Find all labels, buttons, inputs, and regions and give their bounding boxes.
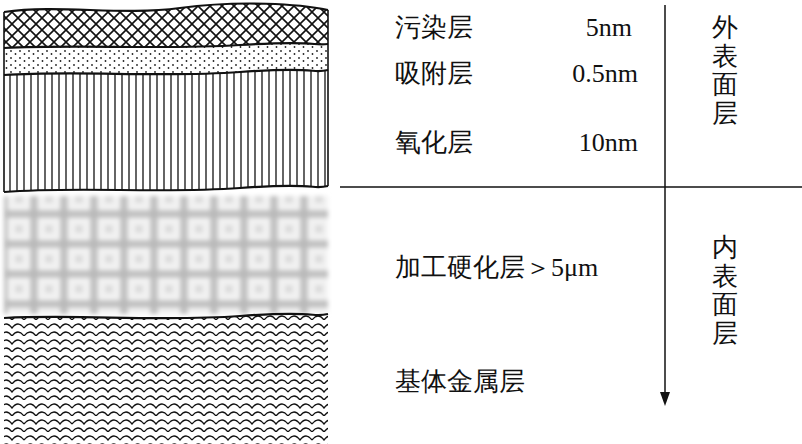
zone-label: 外表面层: [712, 14, 738, 128]
arrow-head: [660, 392, 670, 406]
layer-label: 氧化层: [395, 127, 473, 158]
layer-label: 10nm: [579, 127, 638, 158]
divider-line: [340, 186, 802, 188]
layer-label: 加工硬化层＞5μm: [395, 252, 598, 283]
depth-arrow: [664, 5, 666, 396]
layer-label: 基体金属层: [395, 366, 525, 397]
layer-label: 吸附层: [395, 58, 473, 89]
layer-label: 5nm: [586, 12, 632, 43]
layer-label: 0.5nm: [572, 58, 638, 89]
layer-label: 污染层: [395, 12, 473, 43]
zone-label: 内表面层: [712, 234, 738, 348]
